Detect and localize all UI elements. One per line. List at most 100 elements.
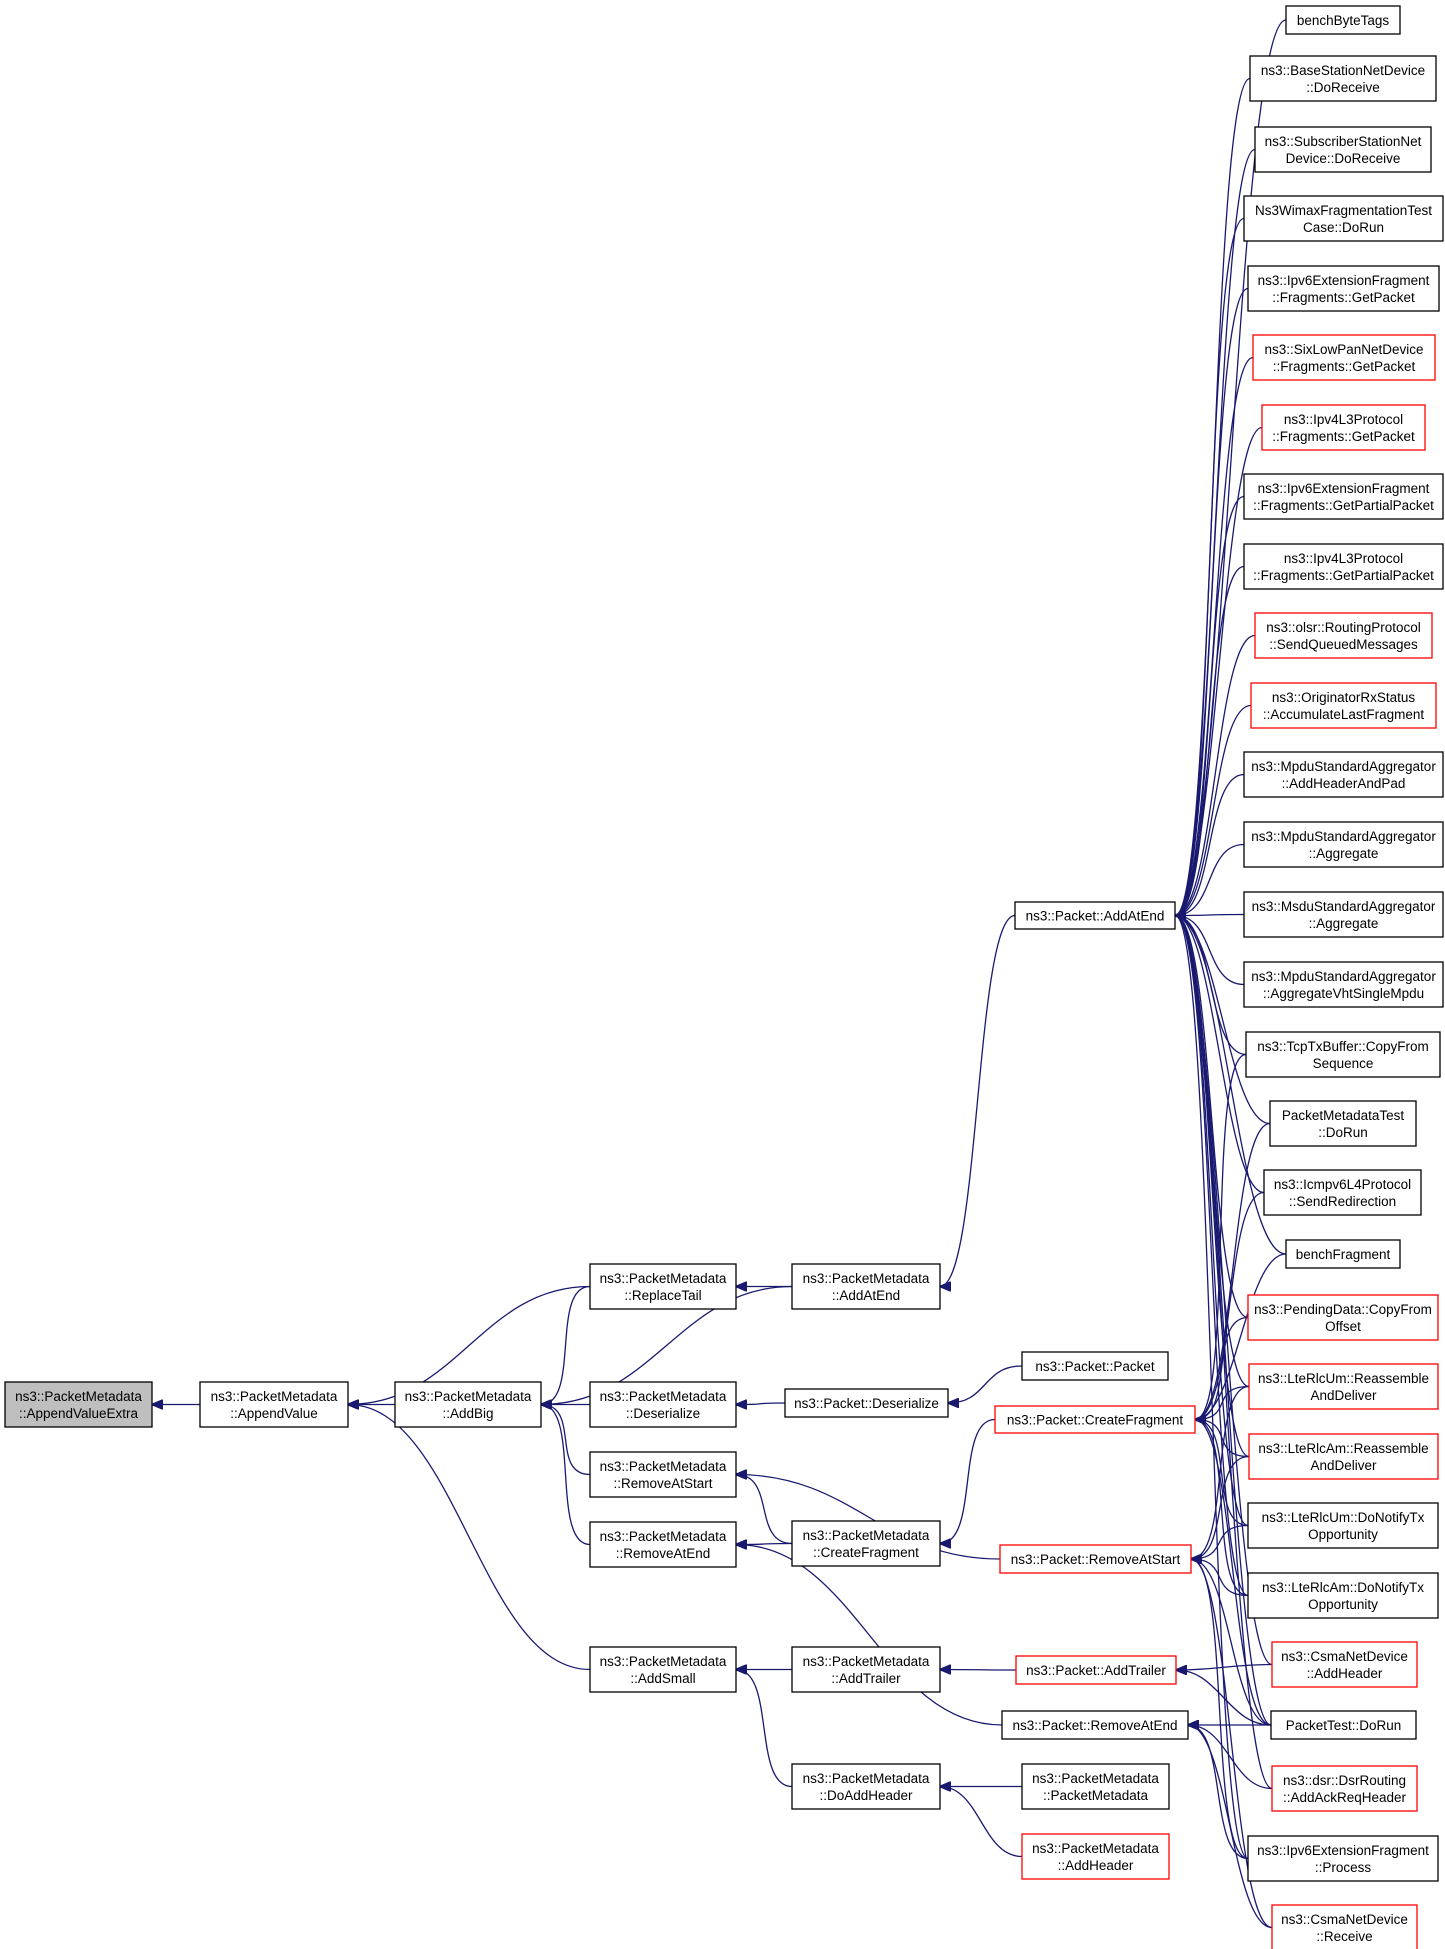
node-removeAtEnd[interactable]: ns3::PacketMetadata::RemoveAtEnd <box>589 1521 737 1568</box>
node-pRemoveAtEnd[interactable]: ns3::Packet::RemoveAtEnd <box>1001 1710 1189 1740</box>
node-olsr[interactable]: ns3::olsr::RoutingProtocol::SendQueuedMe… <box>1254 612 1433 659</box>
node-box[interactable] <box>1247 265 1440 312</box>
node-ipv6FragGet[interactable]: ns3::Ipv6ExtensionFragment::Fragments::G… <box>1247 265 1440 312</box>
node-box[interactable] <box>784 1388 949 1418</box>
node-replaceTail[interactable]: ns3::PacketMetadata::ReplaceTail <box>589 1263 737 1310</box>
node-mpduAggregate[interactable]: ns3::MpduStandardAggregator::Aggregate <box>1243 821 1444 868</box>
node-pmAddAtEnd[interactable]: ns3::PacketMetadata::AddAtEnd <box>791 1263 941 1310</box>
node-box[interactable] <box>1248 1433 1439 1480</box>
node-box[interactable] <box>1014 901 1176 930</box>
node-dsr[interactable]: ns3::dsr::DsrRouting::AddAckReqHeader <box>1271 1765 1418 1812</box>
node-box[interactable] <box>1243 821 1444 868</box>
node-box[interactable] <box>1269 1100 1417 1147</box>
node-pmAddTrailer[interactable]: ns3::PacketMetadata::AddTrailer <box>791 1646 941 1693</box>
node-box[interactable] <box>199 1381 349 1428</box>
node-mpduAddHeader[interactable]: ns3::MpduStandardAggregator::AddHeaderAn… <box>1243 751 1444 798</box>
node-bsDoReceive[interactable]: ns3::BaseStationNetDevice::DoReceive <box>1249 55 1437 102</box>
node-box[interactable] <box>1247 1294 1439 1341</box>
node-csmaReceive[interactable]: ns3::CsmaNetDevice::Receive <box>1271 1904 1418 1949</box>
node-benchFragment[interactable]: benchFragment <box>1285 1239 1401 1269</box>
node-box[interactable] <box>1021 1351 1169 1381</box>
node-box[interactable] <box>1252 334 1436 381</box>
node-addSmall[interactable]: ns3::PacketMetadata::AddSmall <box>589 1646 737 1693</box>
node-box[interactable] <box>791 1520 941 1567</box>
node-ipv6Process[interactable]: ns3::Ipv6ExtensionFragment::Process <box>1247 1835 1439 1882</box>
node-originator[interactable]: ns3::OriginatorRxStatus::AccumulateLastF… <box>1250 682 1437 729</box>
node-box[interactable] <box>1271 1765 1418 1812</box>
node-ipv4FragPartial[interactable]: ns3::Ipv4L3Protocol::Fragments::GetParti… <box>1243 543 1444 590</box>
node-box[interactable] <box>1285 5 1401 35</box>
node-box[interactable] <box>589 1451 737 1498</box>
node-box[interactable] <box>1243 961 1444 1008</box>
node-box[interactable] <box>1249 55 1437 102</box>
node-pmPacketMetadata[interactable]: ns3::PacketMetadata::PacketMetadata <box>1021 1763 1170 1810</box>
node-box[interactable] <box>1270 1710 1417 1740</box>
node-box[interactable] <box>394 1381 542 1428</box>
node-box[interactable] <box>1243 751 1444 798</box>
node-box[interactable] <box>1001 1710 1189 1740</box>
node-pAddAtEnd[interactable]: ns3::Packet::AddAtEnd <box>1014 901 1176 930</box>
node-appendValue[interactable]: ns3::PacketMetadata::AppendValue <box>199 1381 349 1428</box>
node-mpduVht[interactable]: ns3::MpduStandardAggregator::AggregateVh… <box>1243 961 1444 1008</box>
node-box[interactable] <box>1247 1572 1439 1619</box>
node-msduAggregate[interactable]: ns3::MsduStandardAggregator::Aggregate <box>1243 891 1444 938</box>
node-box[interactable] <box>1263 1169 1422 1216</box>
node-deserialize[interactable]: ns3::PacketMetadata::Deserialize <box>589 1381 737 1428</box>
node-box[interactable] <box>589 1521 737 1568</box>
node-pPacket[interactable]: ns3::Packet::Packet <box>1021 1351 1169 1381</box>
node-pmTest[interactable]: PacketMetadataTest::DoRun <box>1269 1100 1417 1147</box>
node-box[interactable] <box>1261 404 1426 451</box>
node-box[interactable] <box>589 1646 737 1693</box>
node-pmCreateFragment[interactable]: ns3::PacketMetadata::CreateFragment <box>791 1520 941 1567</box>
node-box[interactable] <box>791 1763 941 1810</box>
node-box[interactable] <box>589 1381 737 1428</box>
node-box[interactable] <box>791 1646 941 1693</box>
node-pRemoveAtStart[interactable]: ns3::Packet::RemoveAtStart <box>999 1544 1192 1574</box>
node-box[interactable] <box>1285 1239 1401 1269</box>
node-box[interactable] <box>1247 1835 1439 1882</box>
node-icmpv6[interactable]: ns3::Icmpv6L4Protocol::SendRedirection <box>1263 1169 1422 1216</box>
node-box[interactable] <box>1021 1833 1170 1880</box>
node-box[interactable] <box>1243 891 1444 938</box>
node-box[interactable] <box>1254 126 1432 173</box>
node-box[interactable] <box>1271 1904 1418 1949</box>
node-ipv4FragGet[interactable]: ns3::Ipv4L3Protocol::Fragments::GetPacke… <box>1261 404 1426 451</box>
node-box[interactable] <box>1243 543 1444 590</box>
node-csmaAddHeader[interactable]: ns3::CsmaNetDevice::AddHeader <box>1271 1641 1418 1688</box>
node-ssDoReceive[interactable]: ns3::SubscriberStationNetDevice::DoRecei… <box>1254 126 1432 173</box>
node-packetTest[interactable]: PacketTest::DoRun <box>1270 1710 1417 1740</box>
node-box[interactable] <box>1021 1763 1170 1810</box>
node-box[interactable] <box>1254 612 1433 659</box>
node-box[interactable] <box>1015 1655 1177 1685</box>
node-box[interactable] <box>994 1405 1196 1434</box>
node-box[interactable] <box>1250 682 1437 729</box>
node-pDeserialize[interactable]: ns3::Packet::Deserialize <box>784 1388 949 1418</box>
node-addBig[interactable]: ns3::PacketMetadata::AddBig <box>394 1381 542 1428</box>
node-doAddHeader[interactable]: ns3::PacketMetadata::DoAddHeader <box>791 1763 941 1810</box>
node-root[interactable]: ns3::PacketMetadata::AppendValueExtra <box>4 1381 153 1428</box>
node-box[interactable] <box>1243 473 1444 520</box>
node-pmAddHeader[interactable]: ns3::PacketMetadata::AddHeader <box>1021 1833 1170 1880</box>
node-ipv6FragPartial[interactable]: ns3::Ipv6ExtensionFragment::Fragments::G… <box>1243 473 1444 520</box>
node-box[interactable] <box>999 1544 1192 1574</box>
node-box[interactable] <box>1248 1363 1439 1410</box>
node-pCreateFragment[interactable]: ns3::Packet::CreateFragment <box>994 1405 1196 1434</box>
node-benchByteTags[interactable]: benchByteTags <box>1285 5 1401 35</box>
node-pAddTrailer[interactable]: ns3::Packet::AddTrailer <box>1015 1655 1177 1685</box>
node-box[interactable] <box>589 1263 737 1310</box>
node-box[interactable] <box>1245 1031 1441 1078</box>
node-box[interactable] <box>1271 1641 1418 1688</box>
node-box[interactable] <box>1243 195 1444 242</box>
node-removeAtStart[interactable]: ns3::PacketMetadata::RemoveAtStart <box>589 1451 737 1498</box>
node-sixLowPan[interactable]: ns3::SixLowPanNetDevice::Fragments::GetP… <box>1252 334 1436 381</box>
node-box[interactable] <box>791 1263 941 1310</box>
node-box[interactable] <box>1247 1502 1439 1549</box>
node-box[interactable] <box>4 1381 153 1428</box>
